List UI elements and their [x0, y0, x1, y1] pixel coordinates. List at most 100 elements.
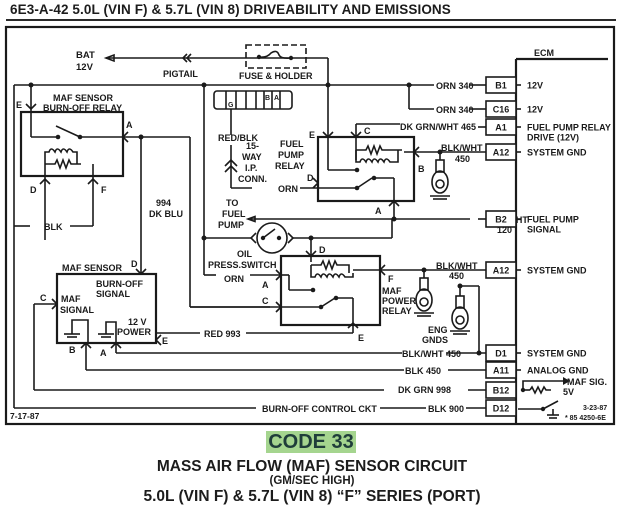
ecm-pin-label-line2: DRIVE (12V) — [527, 133, 579, 143]
burnoff-relay-title-1: MAF SENSOR — [53, 93, 114, 103]
maf-power-label-2: POWER — [117, 327, 152, 337]
maf-pin-c: C — [40, 293, 47, 303]
mpr-title-1: MAF — [382, 286, 402, 296]
ecm-pin-box — [485, 381, 517, 399]
fp-pin-c: C — [364, 126, 371, 136]
dk-blu-wire-number: 994 — [156, 198, 171, 208]
ecm-pin-box — [485, 399, 517, 417]
orn-wire-label-top: ORN — [278, 184, 298, 194]
blk-wht-wire-1-number: 450 — [455, 154, 470, 164]
ecm-pin-id: A1 — [495, 123, 507, 133]
drawing-date: 7-17-87 — [10, 411, 40, 421]
ip-pin-g: G — [228, 102, 234, 109]
orn-wire-label-bottom: ORN — [224, 274, 244, 284]
mpr-title-2: POWER — [382, 296, 417, 306]
ecm-pin-label: SYSTEM GND — [527, 148, 587, 158]
ip-conn-label-3: I.P. — [245, 163, 257, 173]
orn-340-wire-2: ORN 340 — [436, 105, 474, 115]
pin-f-label: F — [101, 185, 107, 195]
fp-relay-title-3: RELAY — [275, 161, 305, 171]
ecm-pin-id: A12 — [493, 266, 510, 276]
maf-burnoff-relay: MAF SENSOR BURN-OFF RELAY E A D F — [16, 85, 190, 240]
maf-sig-label: MAF SIG. — [567, 377, 607, 387]
maf-burnoff-label-2: SIGNAL — [96, 289, 131, 299]
pigtail-label: PIGTAIL — [163, 69, 198, 79]
diagram-frame — [4, 25, 616, 426]
blk-450-wire: BLK 450 — [405, 366, 441, 376]
revision-date: 3-23-87 — [583, 405, 607, 412]
maf-burnoff-label-1: BURN-OFF — [96, 279, 143, 289]
mpr-title-3: RELAY — [382, 306, 412, 316]
ip-conn-label-1: 15- — [246, 141, 259, 151]
dk-grn-wht-wire: DK GRN/WHT 465 — [400, 122, 476, 132]
code-badge: CODE 33 — [266, 431, 356, 453]
ecm-title: ECM — [534, 48, 554, 58]
maf-pin-b: B — [69, 345, 76, 355]
ip-conn-label-4: CONN. — [238, 174, 267, 184]
maf-sig-pullup-resistor-icon — [520, 377, 570, 395]
burnoff-control-ckt-label: BURN-OFF CONTROL CKT — [262, 404, 377, 414]
pin-d-label: D — [30, 185, 37, 195]
red-blk-wire-label: RED/BLK — [218, 133, 258, 143]
oil-pressure-switch: OIL PRESS.SWITCH — [201, 85, 393, 270]
wiring-diagram: BAT 12V PIGTAIL FUSE & HOLDER MAF SENSOR… — [4, 25, 616, 426]
caption-engine-series: 5.0L (VIN F) & 5.7L (VIN 8) “F” SERIES (… — [143, 488, 481, 505]
fuel-pump-relay: FUEL PUMP RELAY E D A C B — [275, 85, 490, 219]
ecm-pin-label-line2: SIGNAL — [527, 225, 562, 235]
title-divider — [6, 19, 616, 21]
caption: MASS AIR FLOW (MAF) SENSOR CIRCUIT (GM/S… — [0, 458, 624, 505]
oil-switch-label-2: PRESS.SWITCH — [208, 260, 277, 270]
fp-pin-d: D — [307, 173, 314, 183]
fp-relay-title-1: FUEL — [280, 139, 304, 149]
pin-e-label: E — [16, 100, 22, 110]
mpr-pin-e: E — [358, 333, 364, 343]
page-title: 6E3-A-42 5.0L (VIN F) & 5.7L (VIN 8) DRI… — [10, 2, 451, 17]
maf-pin-d: D — [131, 259, 138, 269]
burnoff-switch-icon — [518, 400, 559, 419]
blk-wire-label: BLK — [44, 222, 63, 232]
blk-wht-wire-2-color: BLK/WHT — [436, 261, 478, 271]
ecm-pin-id: C16 — [493, 105, 510, 115]
ecm-pin-id: B1 — [495, 81, 507, 91]
fuse-label: FUSE & HOLDER — [239, 71, 313, 81]
orn-340-wire-1: ORN 340 — [436, 81, 474, 91]
fp-pin-a: A — [375, 206, 382, 216]
ecm-pin-label: FUEL PUMP — [527, 215, 579, 225]
pin-a-label: A — [126, 120, 133, 130]
blk-wht-wire-1-color: BLK/WHT — [441, 143, 483, 153]
to-fuel-pump-label-1: TO — [226, 198, 238, 208]
maf-pin-a: A — [100, 348, 107, 358]
ecm-pin-id: D1 — [495, 349, 507, 359]
to-fuel-pump-label-2: FUEL — [222, 209, 246, 219]
maf-pin-e: E — [162, 336, 168, 346]
caption-title: MASS AIR FLOW (MAF) SENSOR CIRCUIT — [156, 458, 468, 475]
bat-voltage-label: 12V — [76, 62, 94, 73]
ip-pin-b: B — [265, 95, 270, 102]
bat-label: BAT — [76, 50, 95, 61]
ecm-pin-d1: D1 SYSTEM GND — [485, 344, 587, 362]
ecm-pin-d12: D12 — [485, 399, 517, 417]
blk-wht-wire-2-number: 450 — [449, 271, 464, 281]
maf-power-label-1: 12 V — [128, 317, 147, 327]
ground-lug-icon — [430, 152, 450, 200]
mpr-pin-f: F — [388, 274, 394, 284]
mpr-pin-c: C — [262, 296, 269, 306]
fuse-holder: FUSE & HOLDER — [239, 44, 313, 81]
red-993-wire: RED 993 — [204, 329, 241, 339]
maf-sensor-title: MAF SENSOR — [62, 263, 123, 273]
ip-conn-label-2: WAY — [242, 152, 262, 162]
ecm-pin-label: SYSTEM GND — [527, 349, 587, 359]
ip-pin-a: A — [274, 95, 279, 102]
ground-lug-icon — [414, 270, 434, 317]
fp-relay-title-2: PUMP — [278, 150, 304, 160]
drawing-reference: * 85 4250-6E — [565, 415, 606, 422]
fp-pin-b: B — [418, 164, 425, 174]
mpr-pin-d: D — [319, 245, 326, 255]
